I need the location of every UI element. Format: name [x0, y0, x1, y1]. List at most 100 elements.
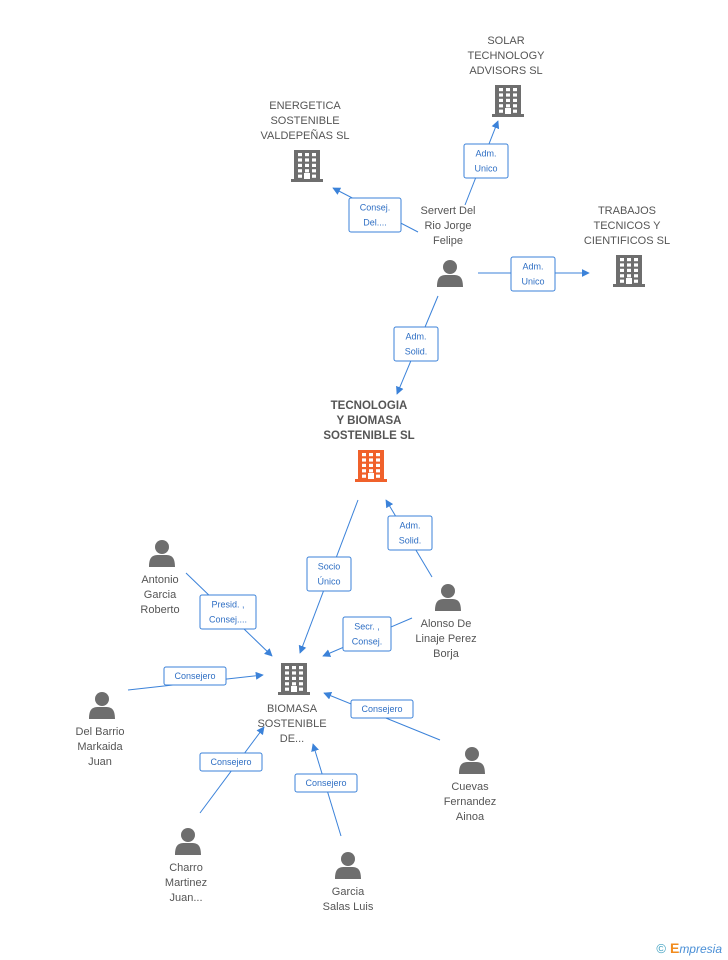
edge-label-box[interactable]: [199, 594, 257, 630]
node-label: TECNOLOGIA: [331, 400, 408, 412]
person-icon: [89, 692, 115, 719]
node-label: Borja: [433, 648, 460, 660]
edge-label-text: Unico: [521, 277, 544, 287]
edge-charro-biomasa: Consejero: [199, 726, 265, 814]
node-label: SOSTENIBLE: [257, 718, 326, 730]
edge-label-box[interactable]: [463, 143, 509, 179]
edge-label-text: Consej.: [352, 637, 383, 647]
edge-label-text: Presid. ,: [211, 600, 244, 610]
node-biomasa[interactable]: BIOMASA SOSTENIBLE DE...: [257, 663, 327, 745]
node-label: DE...: [280, 733, 304, 745]
person-icon: [175, 828, 201, 855]
edge-label-text: Solid.: [399, 536, 422, 546]
footer-brand: ©Empresia: [656, 940, 722, 956]
edge-label-box[interactable]: [350, 699, 414, 719]
node-label: BIOMASA: [267, 703, 318, 715]
edge-label-box[interactable]: [393, 326, 439, 362]
edge-label-text: Consejero: [361, 704, 402, 714]
edge-servert-energetica: Consej. Del....: [332, 187, 419, 233]
edge-antonio-biomasa: Presid. , Consej....: [185, 572, 273, 657]
edge-delbarrio-biomasa: Consejero: [127, 666, 264, 691]
edge-servert-tecnologia: Adm. Solid.: [393, 295, 439, 395]
edge-label-text: Consejero: [174, 671, 215, 681]
person-icon: [335, 852, 361, 879]
node-label: ENERGETICA: [269, 100, 341, 112]
node-label: Markaida: [77, 741, 123, 753]
brand-name: mpresia: [679, 942, 722, 956]
node-label: Charro: [169, 862, 203, 874]
node-energetica[interactable]: ENERGETICA SOSTENIBLE VALDEPEÑAS SL: [260, 100, 350, 182]
node-label: Juan: [88, 756, 112, 768]
edge-label-text: Secr. ,: [354, 622, 380, 632]
edge-label-text: Consej....: [209, 615, 247, 625]
node-label: Alonso De: [421, 618, 472, 630]
edge-cuevas-biomasa: Consejero: [323, 691, 441, 741]
node-label: Juan...: [169, 892, 202, 904]
edge-label-box[interactable]: [387, 515, 433, 551]
building-icon: [613, 255, 645, 287]
edge-label-text: Consej.: [360, 203, 391, 213]
edge-label-box[interactable]: [294, 773, 358, 793]
edge-label-text: Socio: [318, 562, 341, 572]
node-label: CIENTIFICOS SL: [584, 235, 670, 247]
edge-label-text: Único: [317, 577, 340, 587]
node-label: Y BIOMASA: [337, 415, 402, 427]
edge-label-text: Consejero: [210, 757, 251, 767]
edge-label-box[interactable]: [199, 752, 263, 772]
node-label: Ainoa: [456, 811, 485, 823]
node-label: Garcia: [332, 886, 365, 898]
node-label: ADVISORS SL: [469, 65, 542, 77]
edge-label-box[interactable]: [163, 666, 227, 686]
node-label: Servert Del: [420, 205, 475, 217]
node-label: Antonio: [141, 574, 178, 586]
node-label: Del Barrio: [76, 726, 125, 738]
edge-label-text: Adm.: [475, 149, 496, 159]
building-icon: [355, 450, 387, 482]
node-label: Garcia: [144, 589, 177, 601]
node-label: Felipe: [433, 235, 463, 247]
node-label: Rio Jorge: [424, 220, 471, 232]
edge-servert-solar: Adm. Unico: [463, 120, 509, 206]
edge-garcia-biomasa: Consejero: [294, 743, 358, 837]
building-icon: [278, 663, 310, 695]
edge-label-box[interactable]: [510, 256, 556, 292]
node-label: SOLAR: [487, 35, 524, 47]
node-label: Salas Luis: [323, 901, 374, 913]
edge-label-box[interactable]: [348, 197, 402, 233]
node-label: VALDEPEÑAS SL: [260, 129, 349, 142]
edge-label-text: Consejero: [305, 778, 346, 788]
person-icon: [459, 747, 485, 774]
edge-label-text: Solid.: [405, 347, 428, 357]
edge-label-text: Del....: [363, 218, 387, 228]
edge-label-box[interactable]: [306, 556, 352, 592]
building-icon: [492, 85, 524, 117]
brand-initial: E: [669, 940, 680, 956]
edge-label-text: Adm.: [405, 332, 426, 342]
node-solar[interactable]: SOLAR TECHNOLOGY ADVISORS SL: [467, 35, 545, 117]
edge-label-box[interactable]: [342, 616, 392, 652]
copyright-symbol: ©: [656, 941, 666, 956]
node-label: Martinez: [165, 877, 207, 889]
person-icon: [437, 260, 463, 287]
node-label: SOSTENIBLE SL: [323, 430, 414, 442]
node-charro[interactable]: CharroMartinezJuan...: [165, 828, 207, 904]
edge-servert-trabajos: Adm. Unico: [478, 256, 590, 292]
edge-label-text: Adm.: [522, 262, 543, 272]
node-label: TECHNOLOGY: [467, 50, 545, 62]
node-label: SOSTENIBLE: [270, 115, 339, 127]
node-label: TECNICOS Y: [593, 220, 661, 232]
building-icon: [291, 150, 323, 182]
edge-alonso-tecnologia: Adm.Solid.: [385, 499, 433, 578]
node-tecnologia[interactable]: TECNOLOGIA Y BIOMASA SOSTENIBLE SL: [323, 400, 415, 482]
edge-label-text: Unico: [474, 164, 497, 174]
node-label: Fernandez: [444, 796, 497, 808]
edge-alonso-biomasa: Secr. , Consej.: [322, 616, 413, 657]
